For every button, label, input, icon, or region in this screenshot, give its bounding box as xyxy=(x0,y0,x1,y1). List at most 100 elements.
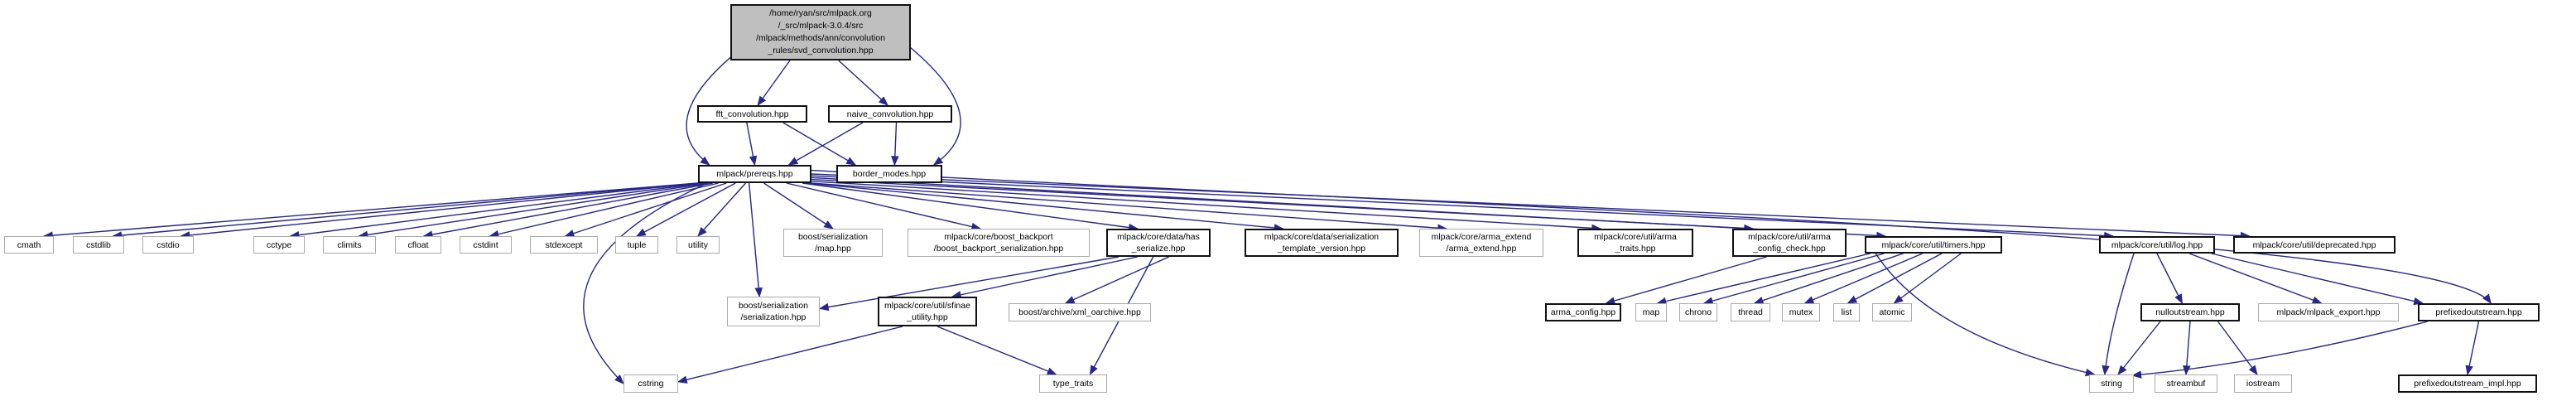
graph-node-label: streambuf xyxy=(2166,379,2206,389)
graph-node-map[interactable]: map xyxy=(1635,303,1667,321)
graph-node-chrono[interactable]: chrono xyxy=(1679,303,1717,321)
graph-node-label: atomic xyxy=(1879,307,1905,317)
graph-node-utility[interactable]: utility xyxy=(677,236,720,254)
graph-node-label: mlpack/core/util/deprecated.hpp xyxy=(2252,239,2376,250)
graph-node-has_serialize[interactable]: mlpack/core/data/has_serialize.hpp xyxy=(1106,229,1211,257)
graph-node-string[interactable]: string xyxy=(2089,374,2134,393)
edge-prereqs-to-cstdlib xyxy=(112,182,699,239)
graph-node-mutex[interactable]: mutex xyxy=(1782,303,1820,321)
edge-timers-to-mutex xyxy=(1803,253,1923,304)
graph-node-map_hpp[interactable]: boost/serialization/map.hpp xyxy=(783,229,883,257)
graph-node-nulloutstream[interactable]: nulloutstream.hpp xyxy=(2140,303,2240,321)
edge-prereqs-to-climits xyxy=(358,182,709,239)
graph-node-stdexcept[interactable]: stdexcept xyxy=(530,236,598,254)
graph-node-cstdio[interactable]: cstdio xyxy=(142,236,194,254)
graph-node-label: mlpack/core/boost_backport xyxy=(944,232,1053,242)
graph-node-label: _rules/svd_convolution.hpp xyxy=(768,46,874,56)
edge-prereqs-to-cfloat xyxy=(422,182,713,239)
graph-node-streambuf[interactable]: streambuf xyxy=(2155,374,2217,393)
graph-node-cstring[interactable]: cstring xyxy=(624,374,678,393)
graph-node-cstdint[interactable]: cstdint xyxy=(460,236,512,254)
graph-node-prefixedoutstream[interactable]: prefixedoutstream.hpp xyxy=(2418,303,2540,321)
graph-node-label: cstdint xyxy=(473,239,498,250)
graph-node-label: boost/serialization xyxy=(738,301,809,311)
graph-node-thread[interactable]: thread xyxy=(1731,303,1770,321)
edge-naive-to-prereqs xyxy=(787,122,864,166)
graph-node-label: arma_config.hpp xyxy=(1550,307,1616,317)
graph-node-label: /_src/mlpack-3.0.4/src xyxy=(778,21,864,31)
graph-node-label: _traits.hpp xyxy=(1615,244,1656,254)
graph-node-naive[interactable]: naive_convolution.hpp xyxy=(828,105,952,123)
graph-node-timers[interactable]: mlpack/core/util/timers.hpp xyxy=(1865,236,2002,254)
edge-prereqs-to-map_hpp xyxy=(763,182,834,229)
graph-node-cctype[interactable]: cctype xyxy=(253,236,305,254)
graph-node-climits[interactable]: climits xyxy=(323,236,376,254)
graph-node-arma_extend[interactable]: mlpack/core/arma_extend/arma_extend.hpp xyxy=(1419,229,1543,257)
edge-prereqs-to-cstdio xyxy=(180,182,701,239)
graph-node-root[interactable]: /home/ryan/src/mlpack.org/_src/mlpack-3.… xyxy=(730,4,911,60)
edge-prereqs-to-deprecated xyxy=(811,173,2251,240)
graph-node-boost_backport[interactable]: mlpack/core/boost_backport/boost_backpor… xyxy=(908,229,1090,257)
graph-node-arma_traits[interactable]: mlpack/core/util/arma_traits.hpp xyxy=(1577,229,1693,257)
edge-prefixedoutstream-to-prefix_impl xyxy=(2465,321,2480,376)
edge-prereqs-to-cctype xyxy=(289,182,704,239)
graph-node-label: naive_convolution.hpp xyxy=(846,109,934,119)
graph-node-label: string xyxy=(2101,379,2122,389)
graph-node-label: stdexcept xyxy=(545,239,583,250)
graph-node-deprecated[interactable]: mlpack/core/util/deprecated.hpp xyxy=(2233,236,2395,254)
graph-node-atomic[interactable]: atomic xyxy=(1872,303,1912,321)
graph-node-log[interactable]: mlpack/core/util/log.hpp xyxy=(2099,236,2215,254)
graph-node-label: mlpack/mlpack_export.hpp xyxy=(2276,307,2381,317)
graph-node-prereqs[interactable]: mlpack/prereqs.hpp xyxy=(698,165,811,183)
edge-prereqs-to-log xyxy=(811,175,2114,240)
graph-node-label: /mlpack/methods/ann/convolution xyxy=(756,33,885,43)
edge-sfinae-to-cstring xyxy=(677,326,903,384)
graph-node-prefix_impl[interactable]: prefixedoutstream_impl.hpp xyxy=(2398,374,2537,393)
edge-root-to-naive xyxy=(838,60,888,106)
edge-prereqs-to-arma_cfg_chk xyxy=(811,178,1755,233)
edge-nulloutstream-to-string xyxy=(2117,321,2161,375)
graph-node-fft[interactable]: fft_convolution.hpp xyxy=(697,105,807,123)
edge-prereqs-to-ser_serialization xyxy=(748,182,763,298)
graph-node-label: boost/serialization xyxy=(797,232,869,242)
edge-has_serialize-to-sfinae xyxy=(951,256,1138,299)
graph-node-arma_cfg_chk[interactable]: mlpack/core/util/arma _config_check.hpp xyxy=(1732,229,1847,257)
graph-node-label: cmath xyxy=(17,239,41,250)
graph-node-label: mlpack/prereqs.hpp xyxy=(716,169,793,179)
graph-node-label: tuple xyxy=(627,239,647,250)
edge-prereqs-to-arma_traits xyxy=(811,181,1602,233)
graph-node-mlpack_export[interactable]: mlpack/mlpack_export.hpp xyxy=(2258,303,2399,321)
edge-timers-to-map xyxy=(1656,253,1871,306)
edge-prereqs-to-arma_extend xyxy=(810,182,1448,232)
graph-node-iostream[interactable]: iostream xyxy=(2234,374,2292,393)
graph-node-xml_oarchive[interactable]: boost/archive/xml_oarchive.hpp xyxy=(1009,303,1151,321)
graph-node-label: map xyxy=(1642,307,1660,317)
graph-node-tuple[interactable]: tuple xyxy=(615,236,658,254)
graph-node-type_traits[interactable]: type_traits xyxy=(1039,374,1107,393)
graph-node-label: /boost_backport_serialization.hpp xyxy=(933,244,1064,254)
graph-node-label: mlpack/core/util/timers.hpp xyxy=(1881,239,1986,250)
edge-timers-to-thread xyxy=(1753,253,1904,305)
graph-node-border_modes[interactable]: border_modes.hpp xyxy=(836,165,942,183)
graph-node-arma_config[interactable]: arma_config.hpp xyxy=(1545,303,1621,321)
graph-node-ser_tmpl[interactable]: mlpack/core/data/serialization_template_… xyxy=(1245,229,1399,257)
edge-naive-to-border_modes xyxy=(891,122,899,167)
edge-timers-to-chrono xyxy=(1702,253,1885,305)
edge-prereqs-to-tuple xyxy=(635,182,736,237)
graph-node-label: fft_convolution.hpp xyxy=(715,109,789,119)
graph-node-cstdlib[interactable]: cstdlib xyxy=(73,236,124,254)
graph-node-ser_serialization[interactable]: boost/serialization/serialization.hpp xyxy=(727,297,820,326)
graph-node-label: mlpack/core/util/arma xyxy=(1748,232,1831,242)
graph-node-sfinae[interactable]: mlpack/core/util/sfinae_utility.hpp xyxy=(878,297,977,326)
edge-log-to-nulloutstream xyxy=(2156,253,2184,305)
graph-node-cmath[interactable]: cmath xyxy=(4,236,54,254)
edge-prereqs-to-timers xyxy=(811,176,1887,240)
graph-node-label: _config_check.hpp xyxy=(1753,244,1826,254)
edge-timers-to-atomic xyxy=(1893,253,1962,304)
graph-node-list[interactable]: list xyxy=(1833,303,1860,321)
graph-node-label: utility xyxy=(688,239,708,250)
graph-node-label: mlpack/core/arma_extend xyxy=(1431,232,1532,242)
graph-node-cfloat[interactable]: cfloat xyxy=(395,236,441,254)
graph-node-label: cstdlib xyxy=(86,239,111,250)
